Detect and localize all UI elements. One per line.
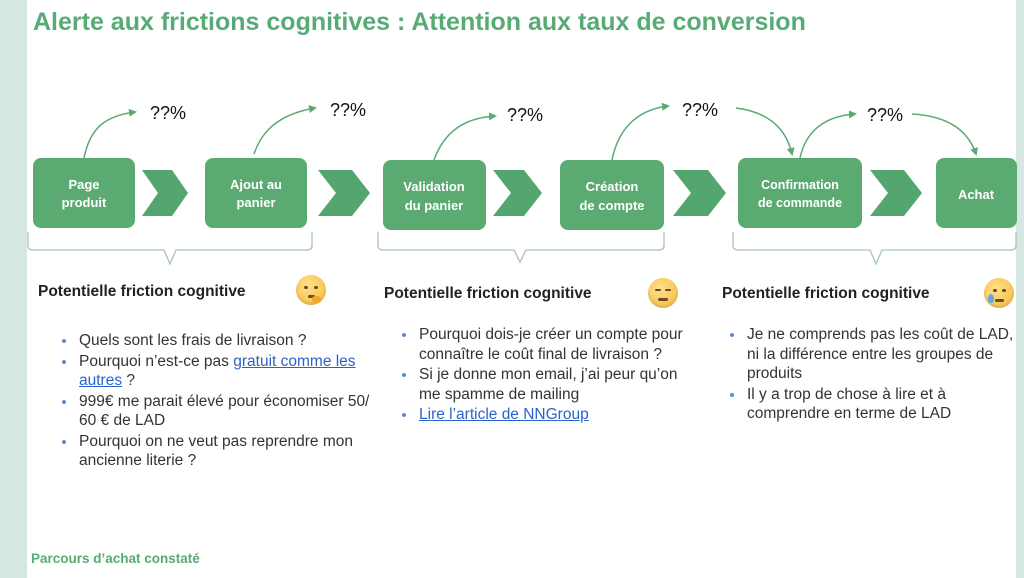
conversion-rate-label: ??%: [507, 105, 543, 125]
list-item: Lire l’article de NNGroup: [417, 405, 687, 425]
list-item: Il y a trop de chose à lire et à compren…: [745, 385, 1015, 424]
step-label-line2: du panier: [405, 198, 464, 213]
left-decor-strip: [0, 0, 27, 578]
step-label-line2: de compte: [579, 198, 644, 213]
curved-arrow-icon: [253, 105, 317, 155]
chevron-arrow-icon: [870, 170, 922, 216]
group-bracket: [377, 232, 665, 264]
friction-list-3: Je ne comprends pas les coût de LAD, ni …: [726, 325, 1015, 425]
page-title: Alerte aux frictions cognitives : Attent…: [33, 8, 806, 36]
list-item: Pourquoi n’est-ce pas gratuit comme les …: [77, 352, 377, 391]
list-item: Si je donne mon email, j’ai peur qu’on m…: [417, 365, 687, 404]
group-bracket: [732, 232, 1017, 266]
right-decor-strip: [1016, 0, 1024, 578]
sad-sweat-face-icon: [984, 278, 1014, 308]
section-heading-1: Potentielle friction cognitive: [38, 283, 246, 300]
curved-arrow-icon: [735, 107, 795, 156]
step-label-line1: Confirmation: [761, 178, 839, 192]
conversion-rate-label: ??%: [867, 105, 903, 125]
section-heading-3: Potentielle friction cognitive: [722, 285, 930, 302]
friction-list-2: Pourquoi dois-je créer un compte pour co…: [398, 325, 687, 426]
chevron-arrow-icon: [142, 170, 188, 216]
step-achat: Achat: [936, 158, 1017, 228]
step-label-line1: Ajout au: [230, 177, 282, 192]
gratuit-link[interactable]: gratuit comme les autres: [79, 352, 356, 390]
step-ajout-au-panier: Ajout au panier: [205, 158, 307, 228]
footer-caption: Parcours d’achat constaté: [31, 551, 200, 566]
step-label-line1: Achat: [958, 187, 995, 202]
list-item: Je ne comprends pas les coût de LAD, ni …: [745, 325, 1015, 384]
conversion-rate-label: ??%: [150, 103, 186, 123]
step-validation-du-panier: Validation du panier: [383, 160, 486, 230]
conversion-rate-label: ??%: [682, 100, 718, 120]
step-label-line2: produit: [62, 195, 107, 210]
step-label-line1: Page: [68, 177, 99, 192]
chevron-arrow-icon: [673, 170, 726, 216]
list-item: 999€ me parait élevé pour économiser 50/…: [77, 392, 377, 431]
conversion-rate-label: ??%: [330, 100, 366, 120]
list-item: Quels sont les frais de livraison ?: [77, 331, 377, 351]
curved-arrow-icon: [911, 113, 978, 156]
unamused-face-icon: [648, 278, 678, 308]
step-page-produit: Page produit: [33, 158, 135, 228]
step-label-line2: panier: [236, 195, 275, 210]
step-confirmation-de-commande: Confirmation de commande: [738, 158, 862, 228]
section-heading-2: Potentielle friction cognitive: [384, 285, 592, 302]
curved-arrow-icon: [611, 102, 670, 161]
purchase-flow-diagram: Page produit Ajout au panier Validation …: [27, 100, 1017, 266]
group-bracket: [27, 232, 313, 266]
step-creation-de-compte: Création de compte: [560, 160, 664, 230]
chevron-arrow-icon: [318, 170, 370, 216]
list-item: Pourquoi on ne veut pas reprendre mon an…: [77, 432, 377, 471]
list-item: Pourquoi dois-je créer un compte pour co…: [417, 325, 687, 364]
step-label-line2: de commande: [758, 196, 842, 210]
curved-arrow-icon: [83, 108, 137, 159]
thinking-face-icon: [296, 275, 326, 305]
step-label-line1: Validation: [403, 179, 464, 194]
curved-arrow-icon: [433, 112, 497, 161]
step-label-line1: Création: [586, 179, 639, 194]
chevron-arrow-icon: [493, 170, 542, 216]
friction-list-1: Quels sont les frais de livraison ? Pour…: [58, 331, 377, 472]
curved-arrow-icon: [799, 110, 857, 159]
nngroup-article-link[interactable]: Lire l’article de NNGroup: [419, 406, 589, 423]
